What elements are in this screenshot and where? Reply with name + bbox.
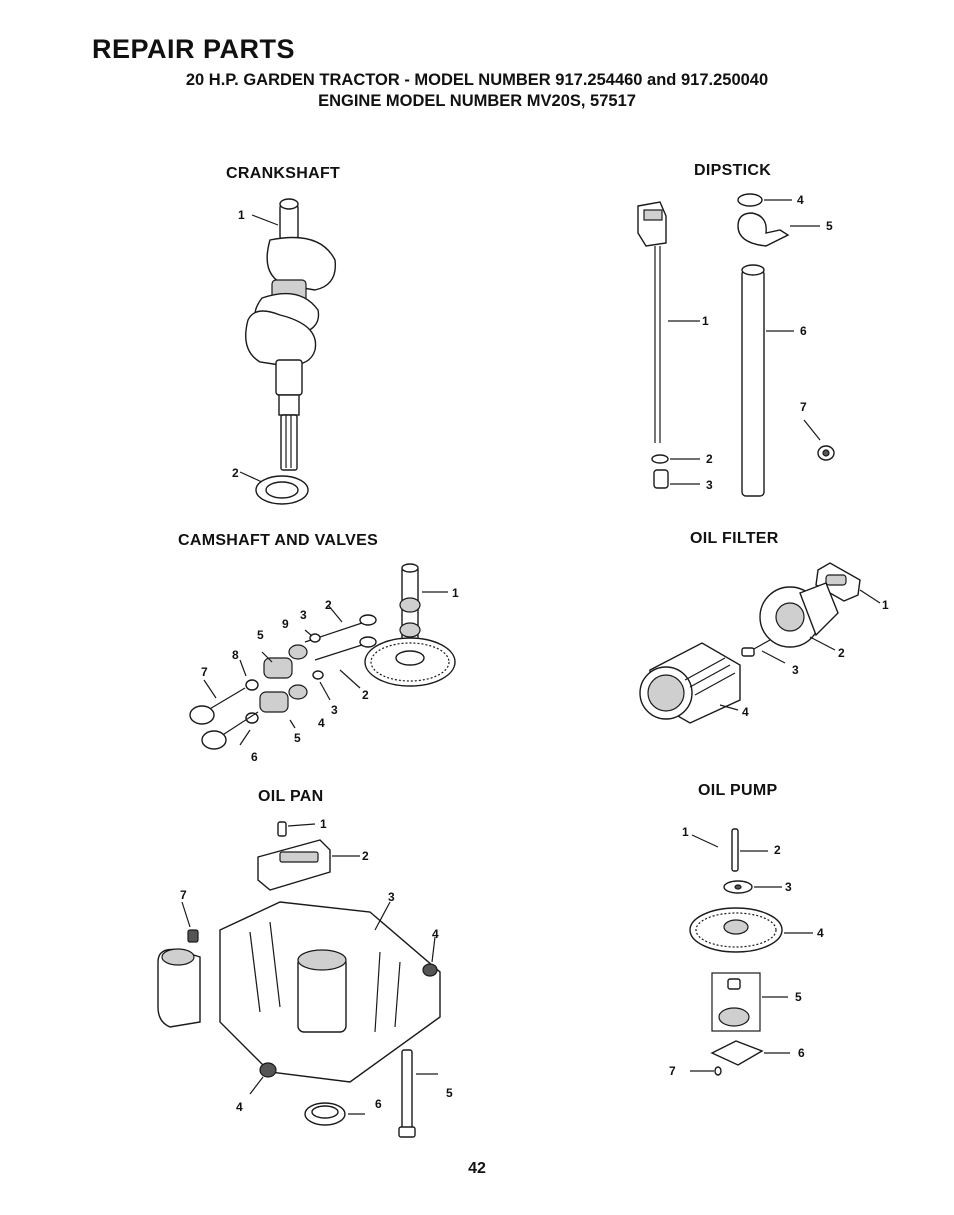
oil-pan-callout-2: 2: [362, 849, 369, 863]
oil-pan-title: OIL PAN: [258, 788, 324, 805]
dipstick-title: DIPSTICK: [694, 162, 772, 179]
camshaft-callout-2a: 2: [325, 598, 332, 612]
oil-filter-callout-2: 2: [838, 646, 845, 660]
crankshaft-title: CRANKSHAFT: [226, 165, 341, 182]
crankshaft-diagram: [239, 198, 337, 505]
page-number: 42: [468, 1160, 486, 1177]
camshaft-callout-5a: 5: [257, 628, 264, 642]
camshaft-callout-5b: 5: [294, 731, 301, 745]
oil-pan-diagram: [157, 821, 441, 1138]
oil-pump-callout-2: 2: [774, 843, 781, 857]
dipstick-callout-4: 4: [797, 193, 804, 207]
oil-filter-callout-3: 3: [792, 663, 799, 677]
oil-pan-callout-3: 3: [388, 890, 395, 904]
oil-pump-title: OIL PUMP: [698, 782, 778, 799]
model-number-line: 20 H.P. GARDEN TRACTOR - MODEL NUMBER 91…: [185, 71, 769, 89]
page-title: REPAIR PARTS: [92, 34, 296, 64]
oil-pump-callout-7: 7: [669, 1064, 676, 1078]
camshaft-callout-7: 7: [201, 665, 208, 679]
camshaft-callout-9: 9: [282, 617, 289, 631]
oil-pump-callout-1: 1: [682, 825, 689, 839]
oil-pan-callout-7: 7: [180, 888, 187, 902]
engine-model-line: ENGINE MODEL NUMBER MV20S, 57517: [318, 92, 636, 110]
oil-pan-callout-6: 6: [375, 1097, 382, 1111]
oil-filter-callout-1: 1: [882, 598, 889, 612]
camshaft-callout-8: 8: [232, 648, 239, 662]
dipstick-diagram: [637, 193, 835, 497]
oil-pump-callout-4: 4: [817, 926, 824, 940]
oil-pan-callout-5: 5: [446, 1086, 453, 1100]
dipstick-callout-5: 5: [826, 219, 833, 233]
oil-pan-callout-4a: 4: [432, 927, 439, 941]
oil-pump-callout-3: 3: [785, 880, 792, 894]
model-subtitle: 20 H.P. GARDEN TRACTOR - MODEL NUMBER 91…: [0, 70, 954, 112]
dipstick-callout-6: 6: [800, 324, 807, 338]
camshaft-callout-3b: 3: [331, 703, 338, 717]
dipstick-callout-7: 7: [800, 400, 807, 414]
camshaft-callout-6: 6: [251, 750, 258, 764]
crankshaft-callout-2: 2: [232, 466, 239, 480]
dipstick-callout-1: 1: [702, 314, 709, 328]
crankshaft-callout-1: 1: [238, 208, 245, 222]
oil-filter-title: OIL FILTER: [690, 530, 779, 547]
oil-pan-callout-4b: 4: [236, 1100, 243, 1114]
oil-pan-callout-1: 1: [320, 817, 327, 831]
oil-pump-callout-5: 5: [795, 990, 802, 1004]
oil-filter-callout-4: 4: [742, 705, 749, 719]
oil-filter-diagram: [639, 562, 881, 724]
camshaft-callout-2b: 2: [362, 688, 369, 702]
oil-pump-diagram: [689, 828, 813, 1076]
camshaft-diagram: [189, 563, 456, 750]
camshaft-callout-1: 1: [452, 586, 459, 600]
camshaft-callout-4: 4: [318, 716, 325, 730]
camshaft-title: CAMSHAFT AND VALVES: [178, 532, 379, 549]
camshaft-callout-3a: 3: [300, 608, 307, 622]
dipstick-callout-2: 2: [706, 452, 713, 466]
dipstick-callout-3: 3: [706, 478, 713, 492]
oil-pump-callout-6: 6: [798, 1046, 805, 1060]
